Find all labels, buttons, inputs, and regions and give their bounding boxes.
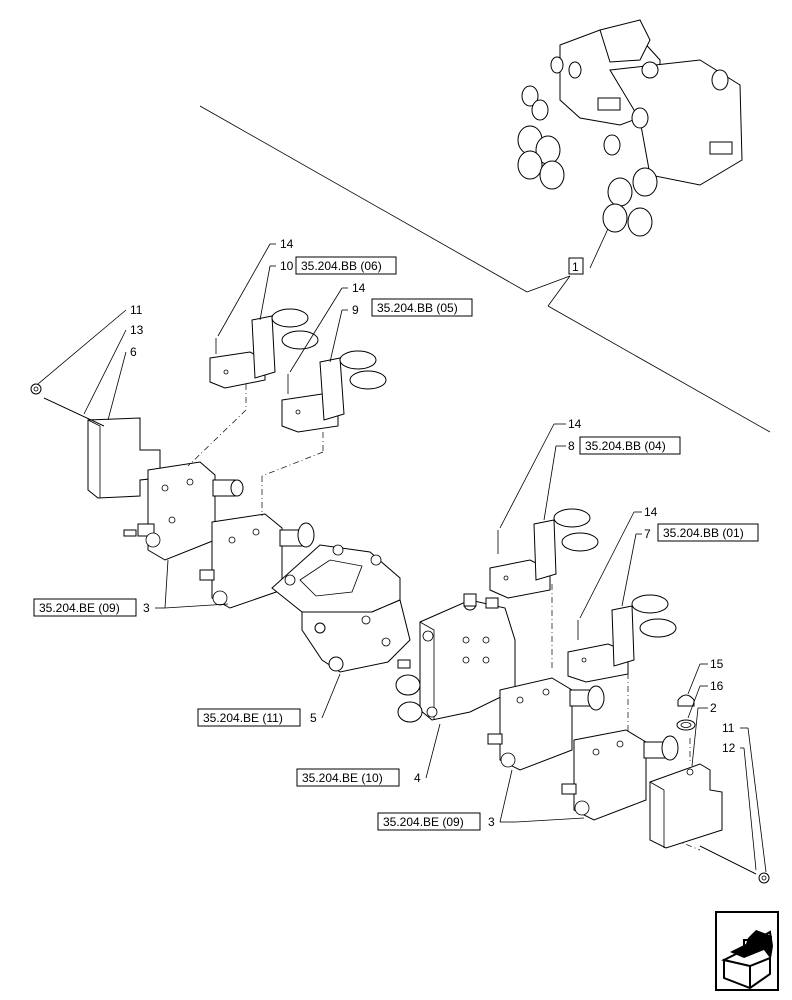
svg-text:35.204.BB (01): 35.204.BB (01) (663, 526, 744, 540)
callout-8: 8 (568, 439, 575, 453)
valve-section-left-1[interactable] (123, 461, 244, 561)
ref-be11[interactable]: 35.204.BE (11) (197, 708, 301, 727)
svg-text:35.204.BE (09): 35.204.BE (09) (39, 601, 120, 615)
assembly-leader-lines (199, 105, 771, 433)
callout-7: 7 (644, 527, 651, 541)
solenoid-operator-8[interactable] (489, 508, 599, 599)
ref-be09-left[interactable]: 35.204.BE (09) (33, 598, 137, 617)
callout-leaders (37, 243, 767, 873)
solenoid-operator-10[interactable] (209, 308, 319, 389)
arrow-nav-icon[interactable] (715, 911, 779, 991)
callout-10: 10 (280, 259, 294, 273)
svg-text:35.204.BE (11): 35.204.BE (11) (203, 711, 283, 725)
tie-rod-right[interactable] (699, 845, 757, 875)
callout-11-left: 11 (130, 303, 143, 317)
ref-bb05[interactable]: 35.204.BB (05) (371, 298, 473, 317)
callout-2: 2 (710, 701, 717, 715)
end-cover-right[interactable] (649, 763, 723, 849)
callout-numbers: 11 13 6 14 10 14 9 14 8 14 7 3 5 4 3 15 … (130, 237, 736, 829)
svg-text:35.204.BB (04): 35.204.BB (04) (585, 439, 666, 453)
callout-14-a: 14 (280, 237, 294, 251)
callout-4: 4 (414, 771, 421, 785)
nut-left[interactable] (30, 383, 42, 395)
inlet-section-4[interactable] (395, 593, 516, 723)
svg-text:35.204.BE (10): 35.204.BE (10) (302, 771, 383, 785)
callout-6: 6 (130, 345, 137, 359)
callout-9: 9 (352, 303, 359, 317)
callout-13: 13 (130, 323, 144, 337)
valve-section-right-1[interactable] (487, 677, 605, 771)
callout-15: 15 (710, 657, 724, 671)
ref-be10[interactable]: 35.204.BE (10) (296, 768, 400, 787)
svg-text:1: 1 (572, 260, 579, 274)
callout-11-right: 11 (722, 721, 735, 735)
ref-bb04[interactable]: 35.204.BB (04) (579, 436, 681, 455)
o-ring-16[interactable] (676, 719, 696, 731)
callout-5: 5 (310, 711, 317, 725)
svg-text:35.204.BB (06): 35.204.BB (06) (301, 259, 382, 273)
ref-bb01[interactable]: 35.204.BB (01) (657, 523, 759, 542)
solenoid-operator-9[interactable] (281, 350, 387, 433)
valve-section-right-2[interactable] (561, 729, 679, 821)
svg-text:35.204.BB (05): 35.204.BB (05) (377, 301, 458, 315)
callout-14-b: 14 (352, 281, 366, 295)
callout-1[interactable]: 1 (568, 257, 584, 275)
valve-section-left-2[interactable] (199, 513, 315, 609)
ref-bb06[interactable]: 35.204.BB (06) (295, 256, 397, 275)
valve-assembly-complete[interactable] (517, 19, 743, 237)
solenoid-operator-7[interactable] (567, 594, 677, 683)
tie-rod-left[interactable] (43, 397, 105, 427)
callout-14-d: 14 (644, 505, 658, 519)
callout-12: 12 (722, 741, 736, 755)
nut-right[interactable] (758, 872, 770, 884)
callout-16: 16 (710, 679, 724, 693)
assembly-ports (517, 56, 729, 237)
svg-text:35.204.BE (09): 35.204.BE (09) (383, 815, 464, 829)
plug-15[interactable] (677, 694, 695, 707)
inlet-cover-5[interactable] (271, 544, 411, 673)
ref-be09-right[interactable]: 35.204.BE (09) (377, 812, 481, 831)
callout-14-c: 14 (568, 417, 582, 431)
callout-3-right: 3 (488, 815, 495, 829)
callout-3-left: 3 (143, 601, 150, 615)
